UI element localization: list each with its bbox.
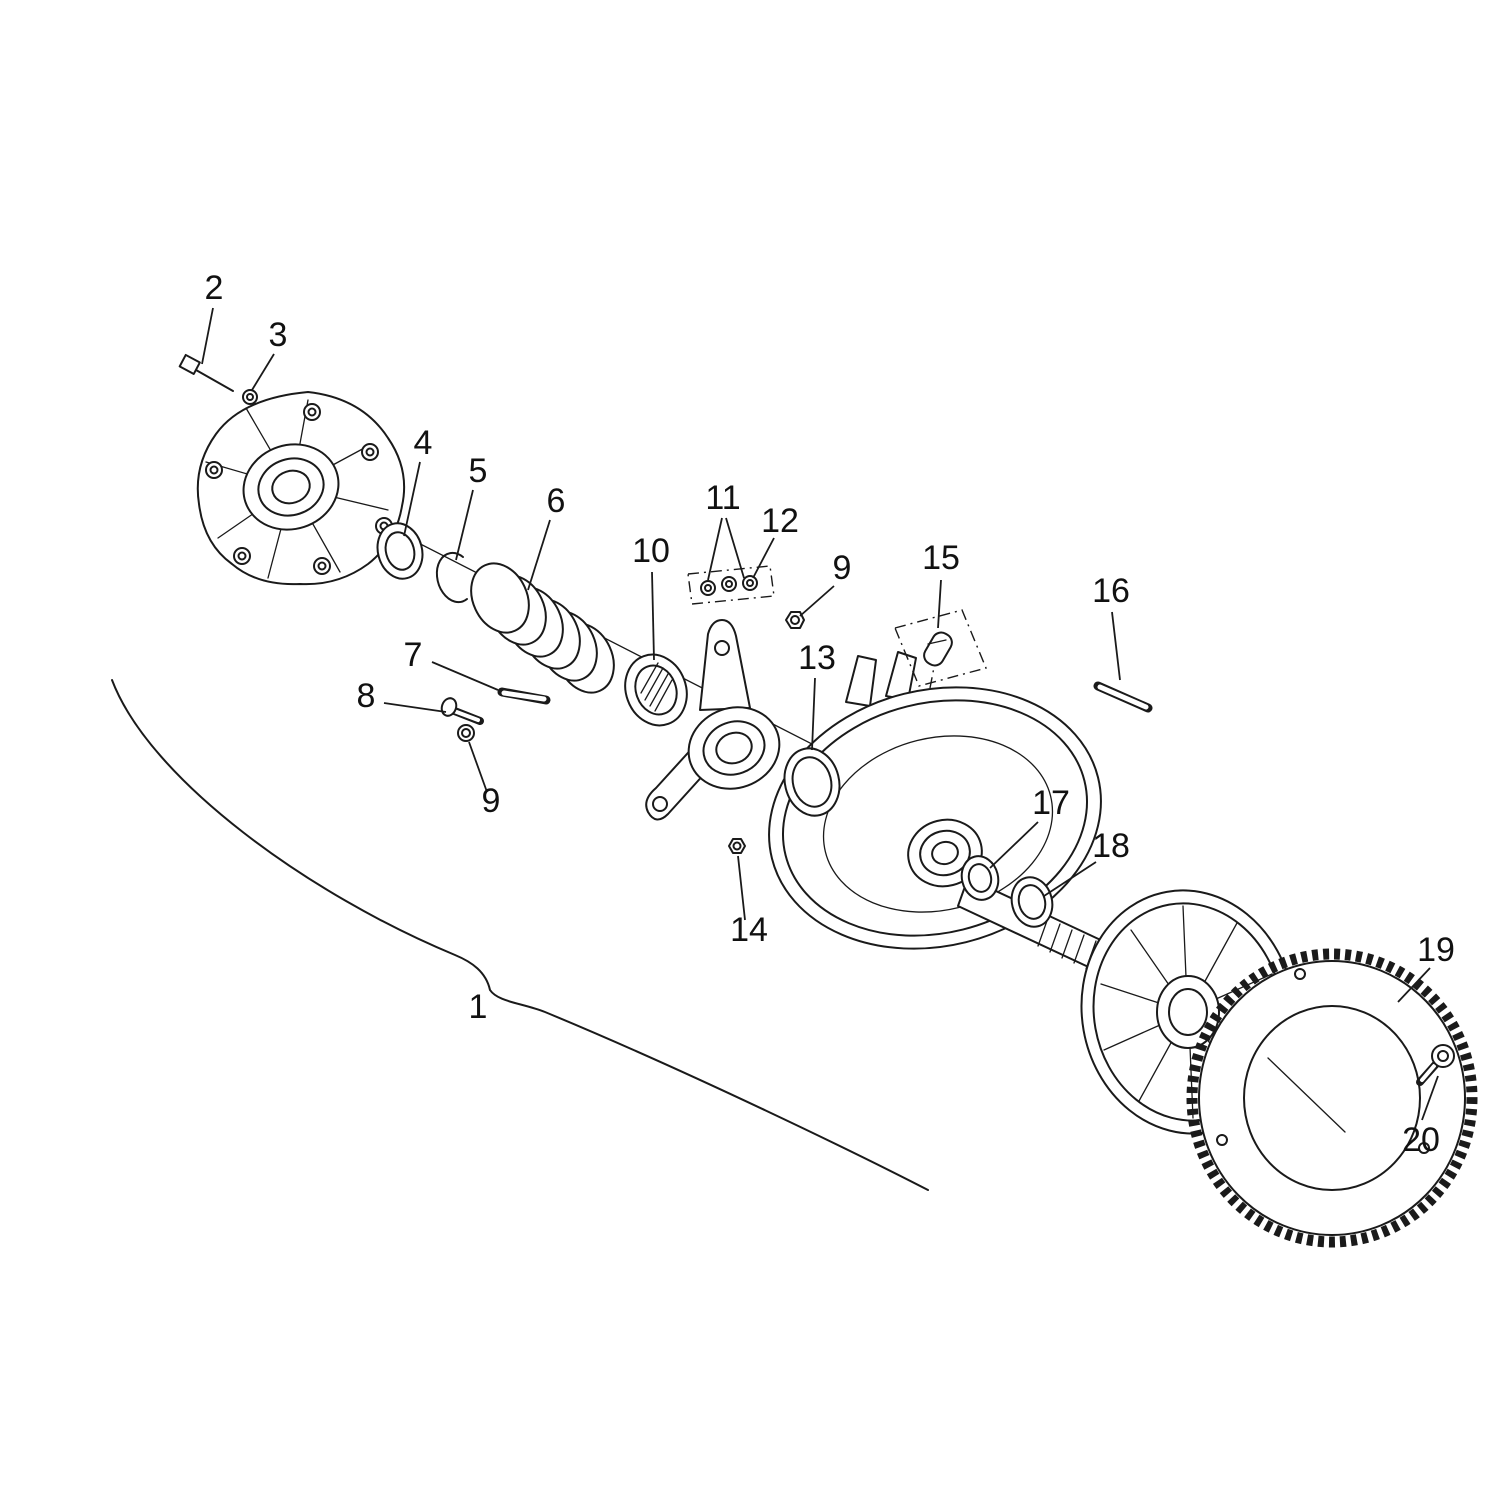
- part-pin: [497, 687, 551, 705]
- callout-9-upper: 9: [799, 549, 852, 617]
- callout-3-label: 3: [269, 316, 288, 354]
- callout-6: 6: [527, 482, 566, 591]
- part-nut-upper: [785, 611, 805, 629]
- callout-15-label: 15: [922, 539, 960, 577]
- callout-15: 15: [922, 539, 960, 629]
- part-washer-small: [242, 389, 258, 405]
- part-o-ring: [783, 747, 841, 817]
- part-washer-17: [960, 855, 1000, 901]
- callout-18: 18: [1043, 827, 1130, 897]
- callout-16-label: 16: [1092, 572, 1130, 610]
- callout-19-label: 19: [1417, 931, 1455, 969]
- callout-4-label: 4: [414, 424, 433, 462]
- callout-2: 2: [201, 269, 224, 365]
- part-roller: [894, 609, 987, 687]
- part-dowel-pin: [1093, 681, 1153, 713]
- callout-18-label: 18: [1092, 827, 1130, 865]
- callout-17-label: 17: [1032, 784, 1070, 822]
- part-bolt: [178, 353, 234, 392]
- callout-10-label: 10: [632, 532, 670, 570]
- part-cover-plate: [196, 391, 406, 586]
- part-spacer-18: [1010, 876, 1054, 928]
- callout-4: 4: [403, 424, 433, 537]
- callout-20-label: 20: [1402, 1121, 1440, 1159]
- callout-5: 5: [455, 452, 488, 561]
- callout-20: 20: [1402, 1075, 1440, 1159]
- callout-9-upper-label: 9: [833, 549, 852, 587]
- part-washer: [376, 522, 424, 580]
- callout-13-label: 13: [798, 639, 836, 677]
- part-nut-14: [728, 838, 746, 854]
- assembly-brace: [111, 679, 929, 1191]
- part-ring-gear: [1186, 948, 1478, 1248]
- part-gear-bolt: [1416, 1044, 1455, 1086]
- callout-11-label: 11: [705, 479, 740, 517]
- callout-2-label: 2: [205, 269, 224, 307]
- callout-9-lower-label: 9: [482, 782, 501, 820]
- callout-1: 1: [469, 988, 488, 1026]
- part-small-bolt: [440, 697, 484, 725]
- part-nut-lower: [457, 724, 475, 742]
- assembly-axis-line: [349, 507, 903, 791]
- callout-13: 13: [798, 639, 836, 751]
- callout-17: 17: [989, 784, 1070, 869]
- callout-11: 11: [705, 479, 745, 581]
- callout-12-label: 12: [761, 502, 799, 540]
- callout-12: 12: [752, 502, 799, 579]
- part-nut-set: [687, 565, 775, 605]
- part-bushing: [624, 653, 688, 727]
- callout-9-lower: 9: [468, 741, 501, 820]
- callout-7-label: 7: [404, 636, 423, 674]
- callout-19: 19: [1397, 931, 1455, 1003]
- callout-8-label: 8: [357, 677, 376, 715]
- part-snap-ring: [435, 551, 468, 604]
- callout-16: 16: [1092, 572, 1130, 681]
- callout-1-label: 1: [469, 988, 488, 1026]
- part-spring: [470, 562, 615, 694]
- callout-14: 14: [730, 855, 768, 949]
- callout-14-label: 14: [730, 911, 768, 949]
- callout-8: 8: [357, 677, 447, 715]
- callout-6-label: 6: [547, 482, 566, 520]
- callout-10: 10: [632, 532, 670, 661]
- callout-5-label: 5: [469, 452, 488, 490]
- part-spider: [645, 619, 781, 821]
- callout-3: 3: [251, 316, 288, 391]
- callout-7: 7: [404, 636, 499, 691]
